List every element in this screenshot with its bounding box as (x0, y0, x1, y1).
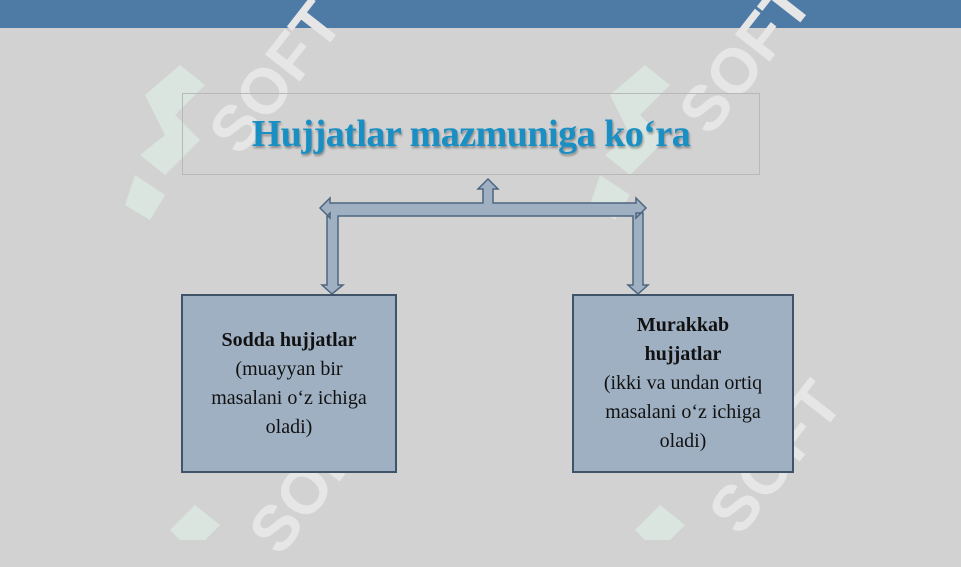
complex-documents-desc-line: (ikki va undan ortiq (603, 372, 763, 394)
top-bar (0, 0, 961, 28)
complex-documents-heading: hujjatlar (644, 343, 722, 365)
connector-arrow-shape (318, 177, 650, 296)
complex-documents-box: Murakkab hujjatlar (ikki va undan ortiq … (572, 294, 794, 473)
simple-documents-heading: Sodda hujjatlar (221, 328, 357, 351)
complex-documents-desc-line: oladi) (659, 430, 707, 452)
simple-documents-desc-line: masalani o‘z ichiga (211, 386, 367, 409)
complex-documents-desc-line: masalani o‘z ichiga (605, 401, 761, 423)
diagram-title: Hujjatlar mazmuniga ko‘ra (251, 113, 691, 155)
title-box: Hujjatlar mazmuniga ko‘ra (182, 93, 760, 175)
complex-documents-heading: Murakkab (636, 314, 730, 336)
simple-documents-box: Sodda hujjatlar (muayyan bir masalani o‘… (181, 294, 397, 473)
connector-arrows (318, 177, 650, 296)
simple-documents-desc-line: oladi) (265, 415, 313, 438)
simple-documents-desc-line: (muayyan bir (235, 357, 343, 380)
